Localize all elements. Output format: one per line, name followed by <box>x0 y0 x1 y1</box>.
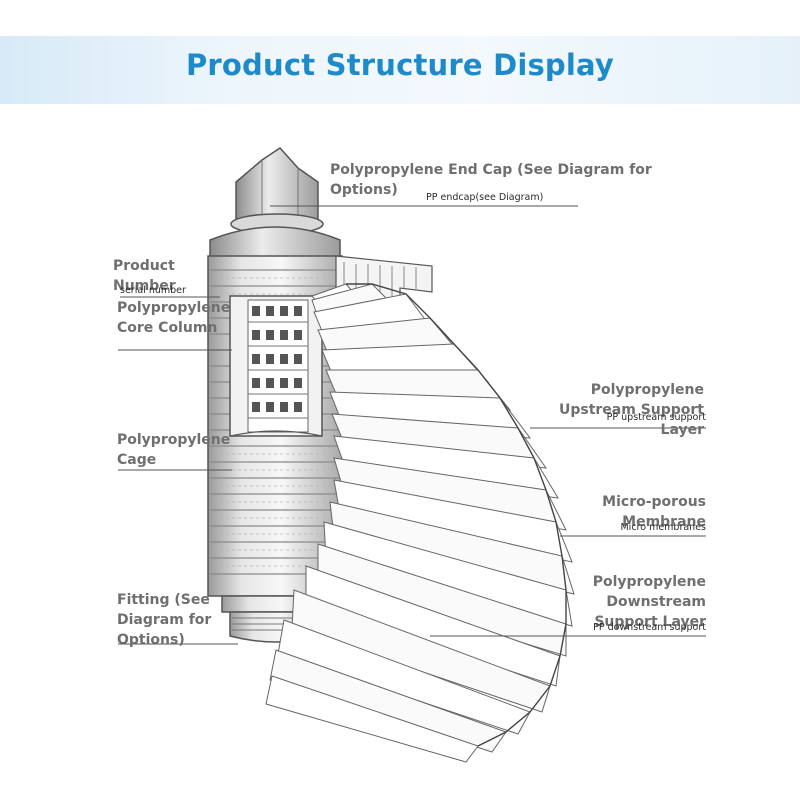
label-fitting: Fitting (See Diagram for Options) <box>117 592 212 648</box>
label-downstream-sub: PP downstream support <box>593 622 706 633</box>
label-upstream: Polypropylene Upstream Support Layer <box>558 382 704 438</box>
label-core-column: Polypropylene Core Column <box>117 300 231 336</box>
core-column <box>229 295 323 437</box>
label-upstream-sub: PP upstream support <box>606 412 706 423</box>
label-downstream: Polypropylene Downstream Support Layer <box>592 574 706 630</box>
end-cap <box>209 147 341 259</box>
title-banner <box>0 36 800 104</box>
leader-lines <box>118 205 706 645</box>
label-membrane: Micro-porous Membrane <box>602 494 706 530</box>
label-product-number: Product Number <box>113 258 176 294</box>
label-membrane-sub: Micro membranes <box>620 522 706 533</box>
label-cage: Polypropylene Cage <box>117 432 231 468</box>
label-end-cap-sub: PP endcap(see Diagram) <box>426 192 544 203</box>
label-end-cap: Polypropylene End Cap (See Diagram for O… <box>330 162 652 198</box>
pleated-membrane-fan <box>265 283 575 763</box>
label-product-number-sub: serial number <box>120 285 186 296</box>
page-title: Product Structure Display <box>185 48 615 82</box>
